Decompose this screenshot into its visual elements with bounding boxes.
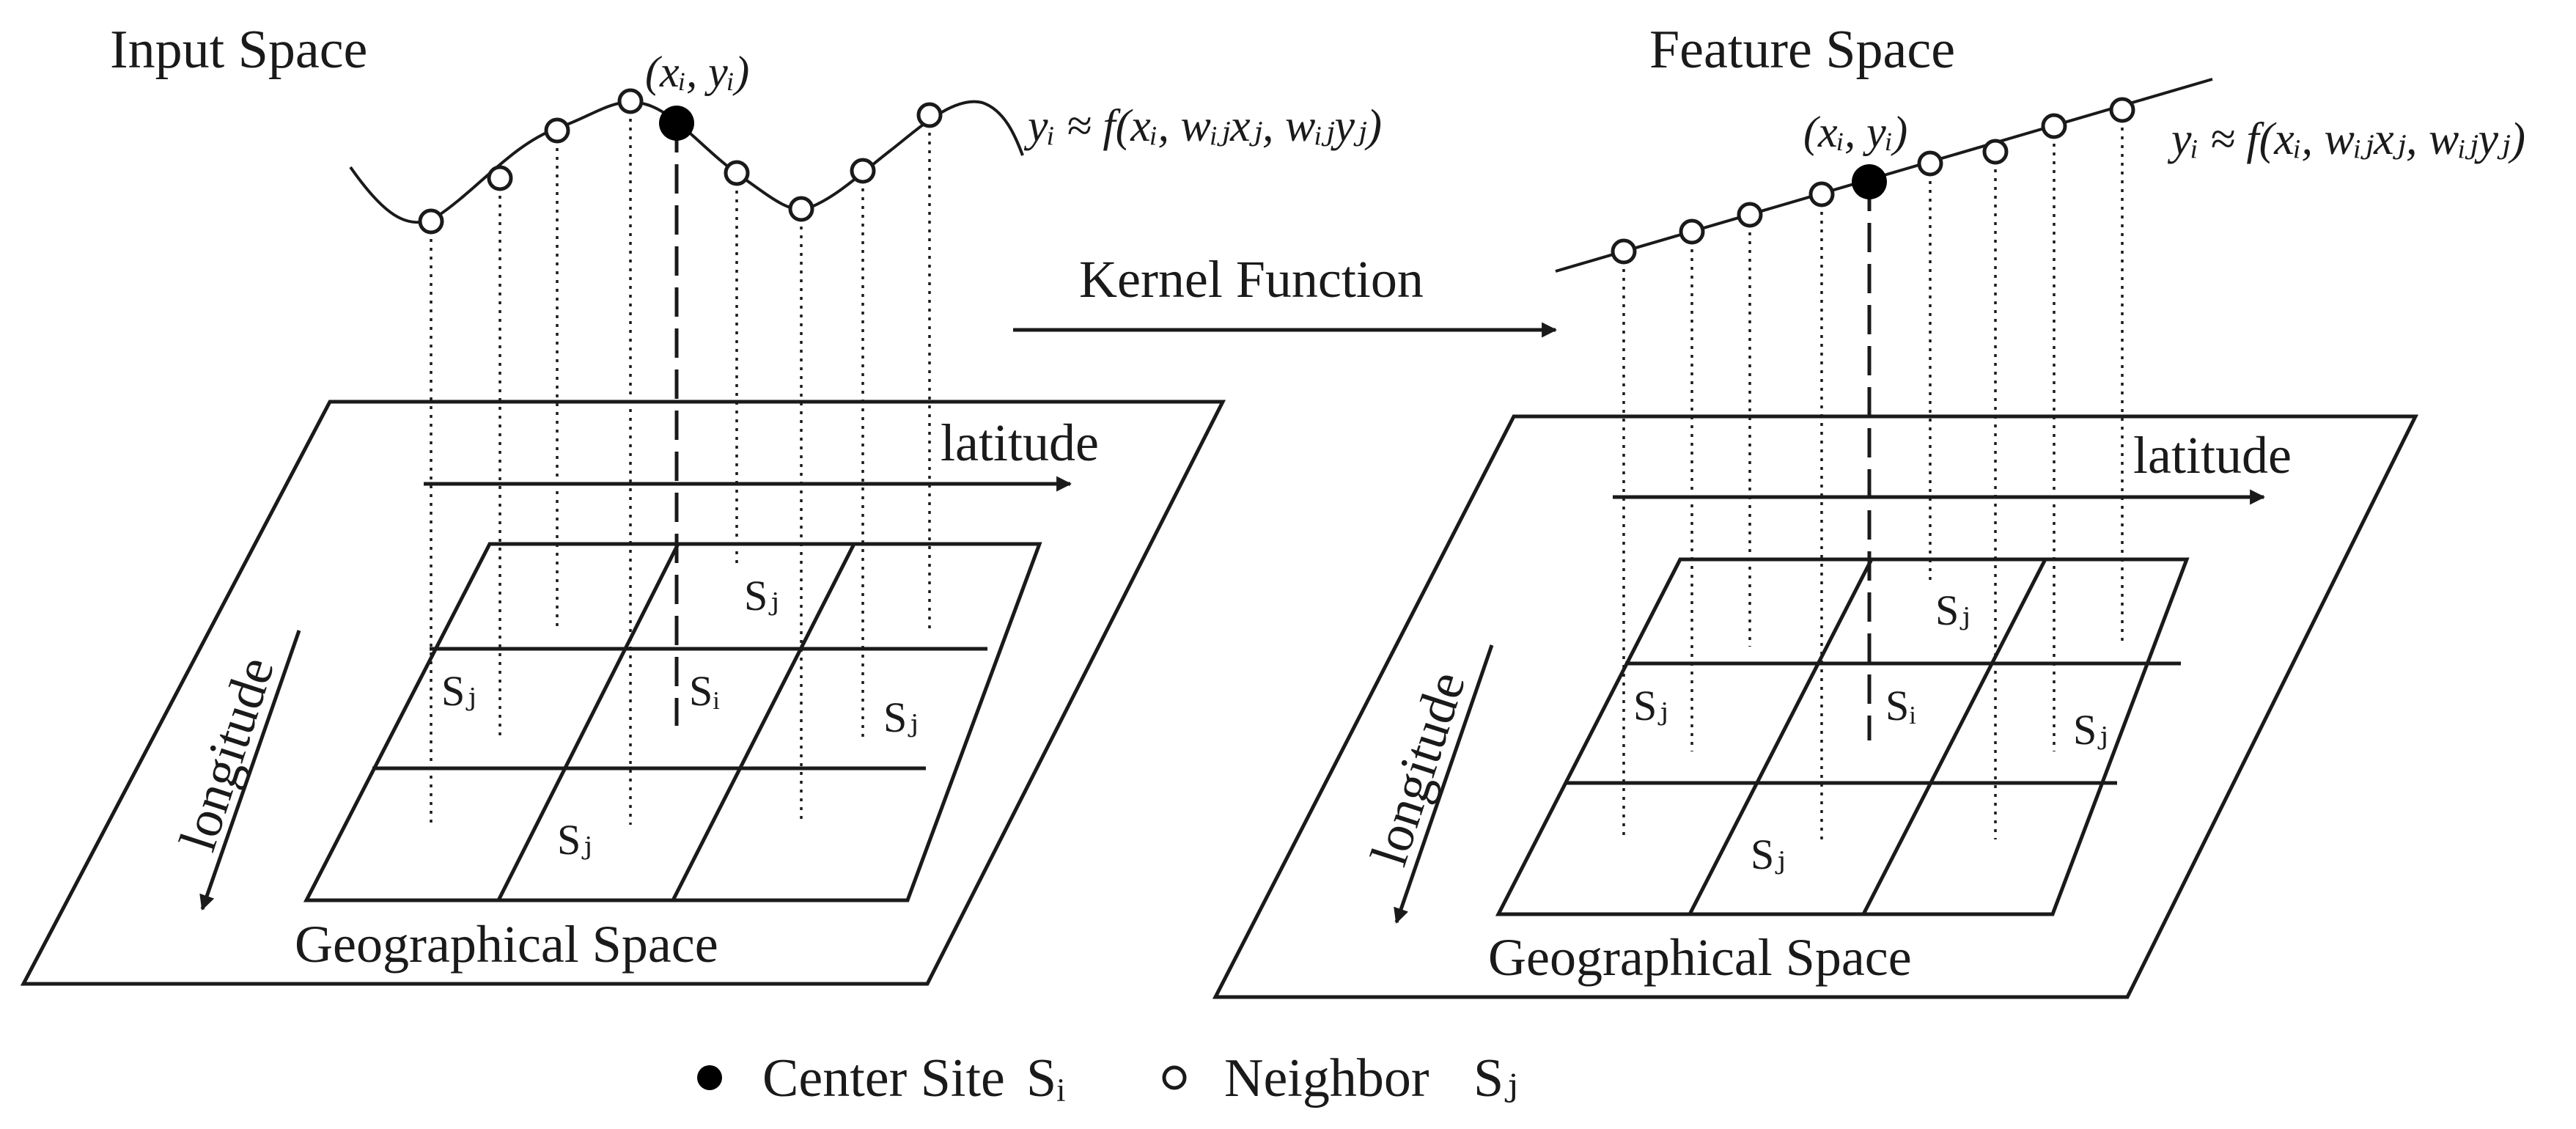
- feature-cell-label-left: Sⱼ: [1633, 682, 1668, 729]
- input-longitude-arrow: [199, 630, 301, 911]
- input-neighbor-point: [487, 165, 513, 191]
- feature-cell-label-center: Sᵢ: [1885, 682, 1916, 729]
- input-formula: yᵢ ≈ f(xᵢ, wᵢⱼxⱼ, wᵢⱼyⱼ): [1023, 101, 1382, 151]
- input-latitude-label: latitude: [941, 413, 1099, 472]
- input-neighbor-point: [617, 88, 644, 114]
- legend-center-marker: [697, 1065, 722, 1090]
- input-neighbor-point: [916, 102, 943, 128]
- input-center-point: [659, 106, 694, 141]
- input-plane-label: Geographical Space: [295, 915, 718, 974]
- feature-cell-label-bottom: Sⱼ: [1751, 831, 1786, 878]
- feature-neighbor-point: [1611, 238, 1637, 265]
- input-cell-label-center: Sᵢ: [689, 667, 720, 715]
- kernel-function-arrow-group: Kernel Function: [1013, 250, 1558, 338]
- input-grid: [303, 542, 1042, 902]
- feature-neighbor-point: [1679, 218, 1705, 245]
- input-neighbor-point: [724, 160, 750, 186]
- feature-plane-label: Geographical Space: [1488, 928, 1912, 987]
- input-space-title: Input Space: [110, 20, 367, 80]
- input-geo-plane: [20, 400, 1226, 986]
- feature-space-title: Feature Space: [1649, 20, 1955, 80]
- legend-neighbor-symbol: Sⱼ: [1473, 1048, 1518, 1108]
- feature-center-point-label: (xᵢ, yᵢ): [1803, 108, 1907, 156]
- input-neighbor-point: [544, 117, 570, 144]
- input-cell-label-top: Sⱼ: [744, 572, 779, 619]
- legend-center-label: Center Site: [762, 1048, 1005, 1108]
- input-cell-label-right: Sⱼ: [883, 694, 919, 741]
- input-neighbor-point: [418, 208, 444, 235]
- feature-projection-lines: [1622, 110, 2124, 839]
- feature-cell-label-top: Sⱼ: [1935, 586, 1970, 634]
- input-cell-label-bottom: Sⱼ: [557, 816, 592, 864]
- input-center-point-label: (xᵢ, yᵢ): [645, 48, 749, 96]
- input-neighbor-point: [788, 196, 814, 222]
- feature-formula: yᵢ ≈ f(xᵢ, wᵢⱼxⱼ, wᵢⱼyⱼ): [2167, 114, 2525, 164]
- legend: Center Site Sᵢ Neighbor Sⱼ: [697, 1048, 1518, 1108]
- feature-neighbor-points: [1611, 97, 2135, 265]
- feature-grid: [1495, 557, 2190, 916]
- legend-center-symbol: Sᵢ: [1026, 1048, 1065, 1108]
- feature-center-point: [1852, 164, 1887, 199]
- input-longitude-label: longitude: [168, 650, 285, 858]
- feature-latitude-label: latitude: [2133, 426, 2292, 485]
- legend-neighbor-marker: [1162, 1065, 1187, 1090]
- input-space-panel: Input Space latitude longitude Geographi…: [20, 20, 1382, 986]
- feature-geo-plane: [1212, 414, 2419, 999]
- input-projection-lines: [430, 101, 931, 825]
- legend-neighbor-label: Neighbor: [1224, 1048, 1429, 1108]
- input-neighbor-points: [418, 88, 943, 235]
- input-neighbor-point: [850, 158, 876, 184]
- feature-longitude-label: longitude: [1359, 665, 1476, 872]
- input-cell-label-left: Sⱼ: [441, 667, 476, 715]
- feature-neighbor-point: [2109, 97, 2135, 123]
- feature-space-panel: Feature Space latitude longitude Geograp…: [1212, 20, 2525, 999]
- feature-neighbor-point: [2041, 113, 2067, 139]
- feature-neighbor-point: [1917, 150, 1943, 177]
- kernel-function-label: Kernel Function: [1079, 250, 1424, 309]
- feature-neighbor-point: [1737, 202, 1763, 228]
- feature-neighbor-point: [1982, 139, 2009, 165]
- feature-neighbor-point: [1808, 181, 1835, 207]
- feature-cell-label-right: Sⱼ: [2073, 706, 2108, 754]
- feature-longitude-arrow: [1394, 644, 1494, 924]
